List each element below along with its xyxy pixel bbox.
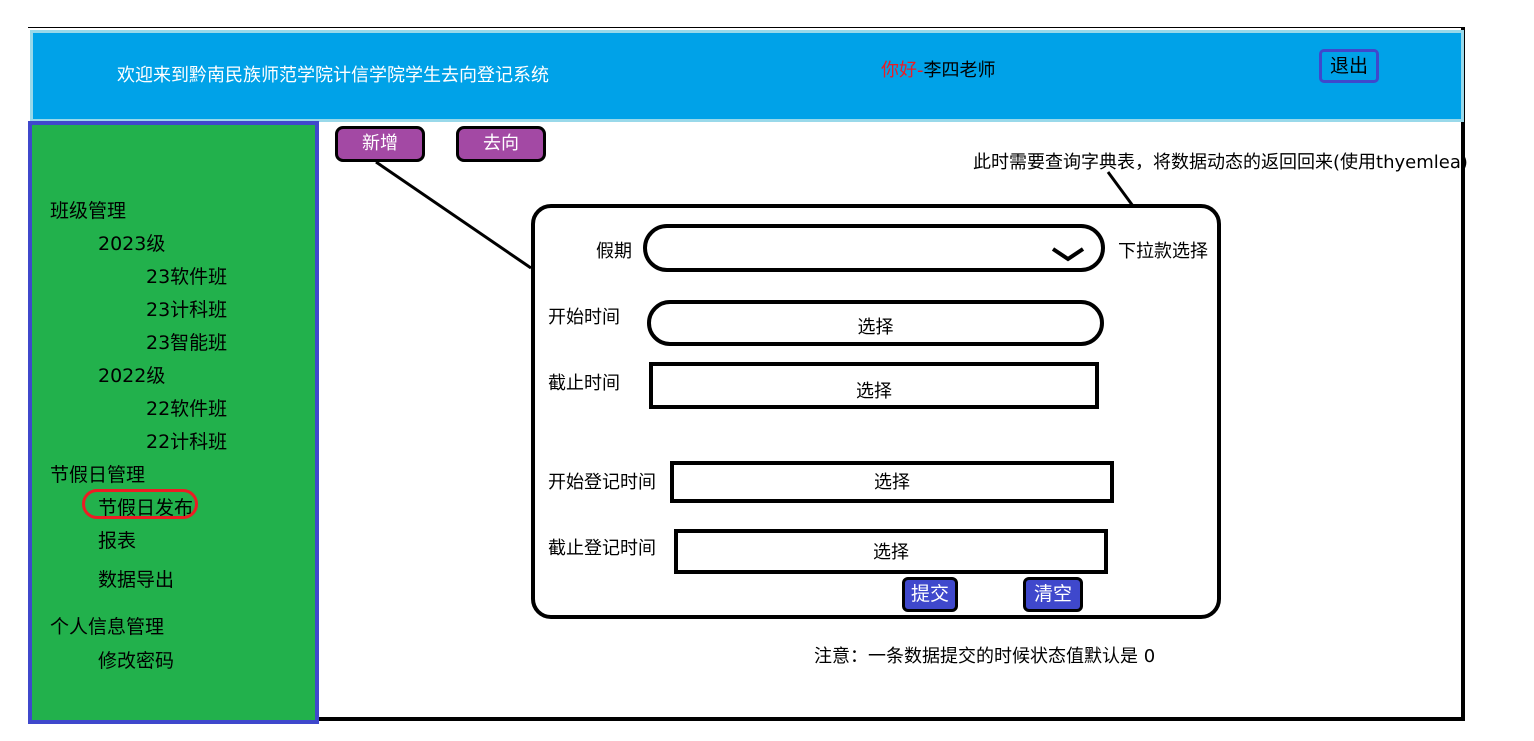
start-time-field[interactable]: 选择 (647, 300, 1104, 346)
nav-holiday-publish[interactable]: 节假日发布 (98, 497, 194, 519)
clear-button[interactable]: 清空 (1023, 577, 1083, 612)
nav-class-22-software[interactable]: 22软件班 (146, 398, 228, 420)
direction-button[interactable]: 去向 (456, 126, 546, 162)
nav-holiday-management[interactable]: 节假日管理 (50, 464, 146, 486)
logout-button[interactable]: 退出 (1319, 49, 1379, 83)
status-note: 注意：一条数据提交的时候状态值默认是 0 (814, 646, 1156, 667)
nav-data-export[interactable]: 数据导出 (98, 569, 175, 591)
reg-end-field[interactable]: 选择 (674, 529, 1108, 574)
nav-personal-management[interactable]: 个人信息管理 (50, 616, 165, 638)
nav-class-23-software[interactable]: 23软件班 (146, 266, 228, 288)
page-frame (28, 27, 1465, 721)
app-title: 欢迎来到黔南民族师范学院计信学院学生去向登记系统 (117, 65, 549, 86)
reg-end-label: 截止登记时间 (548, 538, 656, 559)
chevron-down-icon[interactable] (1050, 244, 1086, 264)
user-name: 李四老师 (923, 60, 996, 81)
nav-class-management[interactable]: 班级管理 (50, 200, 127, 222)
dropdown-hint: 下拉款选择 (1118, 241, 1208, 262)
holiday-select[interactable] (643, 224, 1105, 272)
start-time-label: 开始时间 (548, 307, 620, 328)
nav-class-22-cs[interactable]: 22计科班 (146, 431, 228, 453)
add-button[interactable]: 新增 (335, 126, 425, 162)
nav-grade-2023[interactable]: 2023级 (98, 233, 166, 255)
dictionary-note: 此时需要查询字典表，将数据动态的返回回来(使用thyemlea) (973, 152, 1468, 173)
submit-button[interactable]: 提交 (902, 577, 958, 612)
reg-start-label: 开始登记时间 (548, 472, 656, 493)
greeting-prefix: 你好- (881, 60, 924, 81)
nav-class-23-cs[interactable]: 23计科班 (146, 299, 228, 321)
nav-grade-2022[interactable]: 2022级 (98, 365, 166, 387)
active-item-highlight (82, 489, 198, 519)
holiday-label: 假期 (596, 241, 632, 262)
end-time-field[interactable]: 选择 (649, 362, 1099, 409)
reg-start-field[interactable]: 选择 (670, 461, 1114, 503)
nav-class-23-ai[interactable]: 23智能班 (146, 332, 228, 354)
nav-report[interactable]: 报表 (98, 530, 137, 552)
end-time-label: 截止时间 (548, 373, 620, 394)
sidebar (28, 121, 319, 724)
user-greeting: 你好-李四老师 (881, 56, 996, 82)
nav-change-password[interactable]: 修改密码 (98, 650, 175, 672)
header-bar: 欢迎来到黔南民族师范学院计信学院学生去向登记系统 你好-李四老师 退出 (30, 30, 1464, 122)
